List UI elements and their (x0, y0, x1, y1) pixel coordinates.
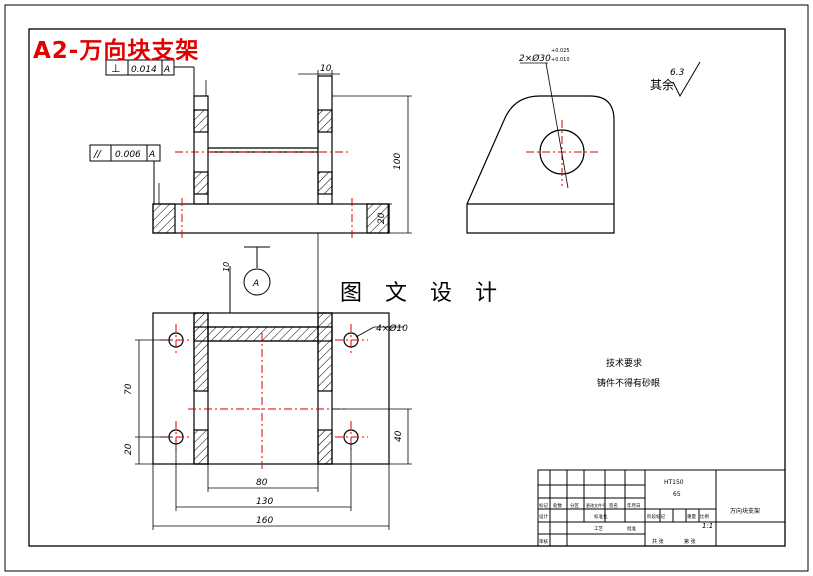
tb-ratio: 1:1 (702, 522, 713, 530)
notes-line-1: 铸件不得有砂眼 (597, 377, 660, 389)
top-dimensions (135, 339, 412, 530)
tb-row3-0: 审核 (539, 538, 548, 545)
drawing-title: A2-万向块支架 (33, 38, 200, 64)
inner-border (28, 28, 786, 547)
tb-row2-0: 设计 (539, 513, 548, 520)
surface-label: 其余 (650, 77, 674, 92)
dim-height-100: 100 (393, 153, 403, 170)
perpendicularity-tolerance: 0.014 (131, 65, 157, 75)
tb-row3-3: 共 张 (652, 538, 664, 545)
outer-border (4, 4, 809, 572)
dim-160: 160 (256, 516, 273, 526)
datum-a-symbol (229, 246, 271, 313)
bore-leader (520, 62, 569, 189)
roughness-symbol (672, 61, 701, 98)
front-view (152, 75, 390, 234)
tb-header-5: 年月日 (627, 502, 641, 509)
tb-row3-2: 批准 (627, 525, 636, 532)
dim-top-width: 10 (320, 64, 332, 74)
holes-dimension: 4×Ø10 (376, 323, 408, 334)
dim-70: 70 (124, 383, 134, 395)
dim-40: 40 (394, 430, 404, 442)
bore-tolerance-upper: +0.025 (551, 48, 570, 54)
top-center-lines (160, 324, 368, 470)
parallelism-datum: A (148, 150, 155, 160)
gdt-perpendicularity-frame (105, 59, 195, 96)
dim-leader-10: 10 (222, 262, 231, 272)
tb-header-3: 更改文件号 (586, 502, 606, 508)
tb-part-name: 万向块支架 (730, 507, 760, 515)
tb-row3-1: 工艺 (594, 526, 603, 532)
tb-header-1: 处数 (553, 502, 562, 509)
gdt-parallelism-frame (89, 144, 161, 204)
tb-row2-1: 标准化 (594, 513, 608, 520)
tb-header-4: 签名 (609, 502, 618, 509)
perpendicularity-datum: A (163, 65, 170, 75)
tb-material: HT150 (664, 479, 684, 486)
front-center-lines (175, 151, 353, 238)
tb-header-0: 标记 (539, 502, 548, 509)
tb-row2-3: 重量 (687, 513, 696, 520)
tb-row2-2: 阶段标记 (647, 513, 665, 520)
dim-20: 20 (124, 443, 134, 455)
bore-tolerance-lower: +0.010 (551, 57, 570, 63)
side-view (466, 95, 615, 234)
perpendicularity-symbol: ⊥ (111, 62, 121, 75)
front-dimensions (158, 70, 412, 234)
parallelism-tolerance: 0.006 (115, 150, 141, 160)
dim-130: 130 (256, 497, 273, 507)
surface-roughness-value: 6.3 (670, 68, 685, 78)
watermark-text: 图 文 设 计 (340, 281, 505, 306)
tb-header-2: 分区 (570, 502, 579, 509)
title-block (537, 469, 786, 547)
tb-row2-4: 比例 (700, 513, 709, 520)
bore-dimension: 2×Ø30 (519, 53, 551, 64)
tb-row3-4: 第 张 (684, 538, 696, 545)
datum-label: A (252, 279, 259, 289)
top-view (152, 312, 390, 465)
holes-leader (355, 326, 404, 338)
tb-scale-value: 65 (673, 491, 681, 498)
notes-heading: 技术要求 (606, 357, 642, 369)
dim-80: 80 (256, 478, 268, 488)
dim-base-20: 20 (377, 212, 387, 224)
parallelism-symbol: // (93, 149, 102, 160)
